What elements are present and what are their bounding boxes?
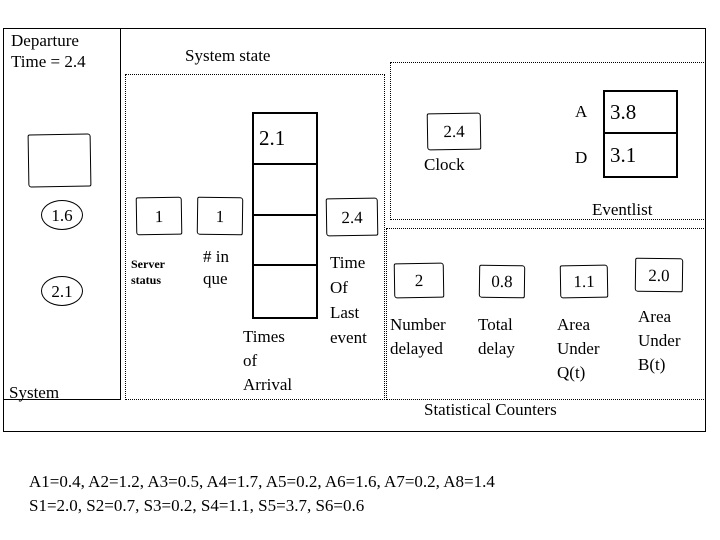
- time-of-last-event-label: Time Of Last event: [330, 253, 367, 347]
- num-in-queue-box: 1: [196, 196, 244, 236]
- customer-in-queue-circle: 2.1: [41, 276, 83, 306]
- system-state-title: System state: [185, 46, 271, 65]
- arrival-cell-1: 2.1: [254, 114, 316, 165]
- total-delay-box: 0.8: [478, 264, 526, 299]
- clock-label: Clock: [424, 155, 465, 174]
- system-server-box: [27, 133, 92, 188]
- total-delay-label: Total delay: [478, 315, 515, 358]
- customer-in-service-circle: 1.6: [41, 200, 83, 230]
- time-of-last-event-box: 2.4: [325, 197, 379, 237]
- clock-eventlist-panel: [390, 62, 706, 220]
- system-panel: Departure Time = 2.4 1.6 2.1 System: [3, 28, 121, 402]
- eventlist-row-arrival: 3.8: [605, 92, 676, 134]
- times-of-arrival-stack: 2.1: [252, 112, 318, 319]
- eventlist-label: Eventlist: [592, 200, 653, 219]
- system-state-panel: [125, 74, 385, 400]
- eventlist-tag-departure: D: [575, 148, 588, 167]
- system-panel-label: System: [9, 383, 60, 402]
- area-under-bt-box: 2.0: [634, 257, 684, 293]
- footer-arrival-times: A1=0.4, A2=1.2, A3=0.5, A4=1.7, A5=0.2, …: [29, 472, 495, 491]
- arrival-cell-2: [254, 165, 316, 216]
- number-delayed-box: 2: [393, 262, 445, 299]
- area-under-qt-label: Area Under Q(t): [557, 315, 600, 382]
- area-under-qt-box: 1.1: [559, 264, 609, 299]
- arrival-cell-3: [254, 216, 316, 267]
- server-status-label: Server status: [131, 257, 165, 287]
- clock-box: 2.4: [426, 112, 482, 151]
- statistical-counters-panel: [386, 228, 706, 400]
- times-of-arrival-label: Times of Arrival: [243, 327, 293, 394]
- num-in-queue-label: # in que: [203, 247, 229, 288]
- footer-service-times: S1=2.0, S2=0.7, S3=0.2, S4=1.1, S5=3.7, …: [29, 496, 365, 515]
- area-under-bt-label: Area Under B(t): [638, 307, 681, 374]
- number-delayed-label: Number delayed: [390, 315, 446, 358]
- statistical-counters-title: Statistical Counters: [424, 400, 557, 419]
- server-status-box: 1: [135, 196, 183, 236]
- eventlist-row-departure: 3.1: [610, 142, 637, 167]
- eventlist-box: 3.8 3.1: [603, 90, 678, 178]
- departure-time-header: Departure Time = 2.4: [11, 31, 86, 71]
- arrival-cell-4: [254, 266, 316, 317]
- eventlist-tag-arrival: A: [575, 102, 588, 121]
